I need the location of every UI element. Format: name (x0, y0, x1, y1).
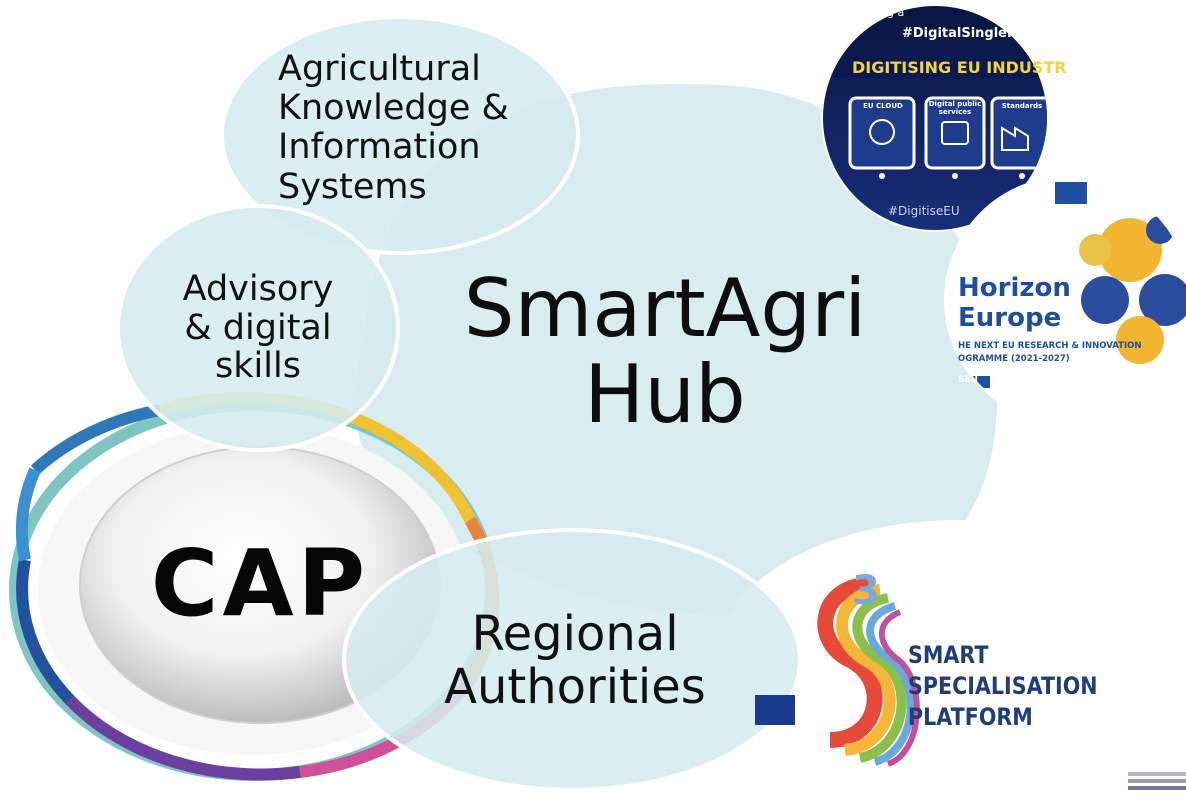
horizon-subtitle-line: HE NEXT EU RESEARCH & INNOVATION (958, 341, 1142, 351)
s3-platform-label: SMART SPECIALISATION PLATFORM (908, 640, 1098, 734)
horizon-subtitle-line: OGRAMME (2021-2027) (958, 354, 1070, 365)
hub-title: SmartAgri Hub (425, 266, 905, 437)
s3-platform-label-line: SMART (908, 641, 989, 669)
s3-bubble (713, 520, 1186, 799)
corner-stripes (1128, 772, 1186, 790)
dsm-header-partial: ning a (870, 6, 905, 19)
horizon-subtitle: HE NEXT EU RESEARCH & INNOVATION OGRAMME… (958, 340, 1141, 366)
digital-single-market-logo (821, 4, 1049, 232)
dsm-panel-label: Standards (1001, 102, 1043, 110)
dsm-footer-hashtag: #DigitiseEU (888, 204, 960, 218)
horizon-title-line: Horizon (958, 273, 1071, 303)
horizon-title: Horizon Europe (958, 273, 1071, 334)
horizon-europe-logo (944, 176, 1186, 424)
s3-platform-label-line: PLATFORM (908, 703, 1033, 732)
advisory-label-line: skills (215, 346, 301, 386)
advisory-label-line: & digital (184, 307, 332, 348)
akis-bubble (220, 15, 580, 255)
dsm-hashtag: #DigitalSingleMarket (902, 26, 1059, 41)
hub-title-line: SmartAgri (463, 262, 867, 355)
dsm-title: DIGITISING EU INDUSTR (852, 58, 1067, 77)
cap-label: CAP (150, 530, 370, 637)
horizon-tag: SEU (958, 375, 978, 385)
advisory-bubble (116, 204, 400, 452)
regional-label: Regional Authorities (380, 608, 770, 714)
dsm-panel-label: EU CLOUD (863, 102, 903, 110)
hub-title-line: Hub (584, 347, 746, 441)
horizon-title-line: Europe (958, 302, 1062, 333)
regional-label-line: Authorities (444, 658, 706, 715)
s3-logo (755, 577, 920, 767)
akis-label: Agricultural Knowledge & Information Sys… (278, 49, 578, 207)
akis-label-line: Knowledge & (278, 88, 509, 129)
regional-bubble (342, 528, 802, 792)
regional-label-line: Regional (471, 606, 679, 662)
akis-label-line: Information (278, 127, 481, 168)
s3-platform-label-line: SPECIALISATION (908, 672, 1098, 701)
akis-label-line: Agricultural (278, 49, 481, 89)
dsm-panel-label: Digital public services (928, 100, 982, 117)
advisory-label-line: Advisory (182, 269, 334, 309)
s3-superscript: 3 (852, 568, 880, 614)
advisory-label: Advisory & digital skills (128, 270, 388, 386)
akis-label-line: Systems (278, 166, 427, 207)
